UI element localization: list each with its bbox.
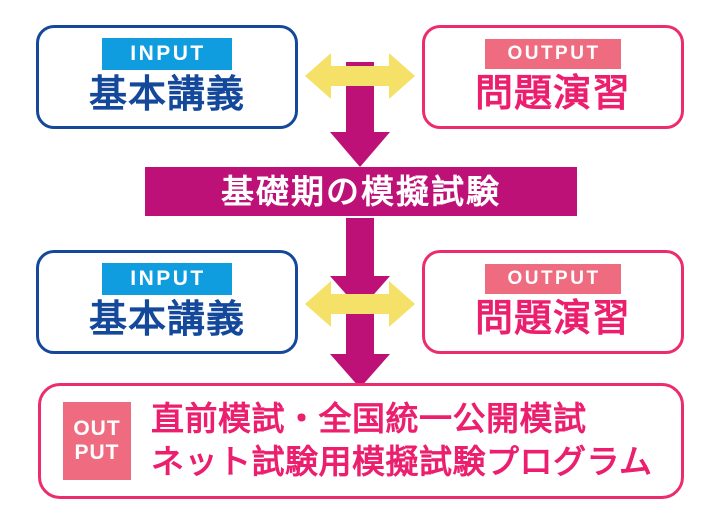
- row1-exchange-arrow-icon: [305, 53, 415, 99]
- row2-input-card: INPUT 基本講義: [36, 250, 298, 354]
- center-banner: 基礎期の模擬試験: [145, 167, 577, 216]
- row1-down-arrow-icon: [330, 62, 390, 167]
- bottom-output-badge-line1: OUT: [73, 416, 121, 440]
- row2-top-down-arrow-icon: [330, 218, 390, 310]
- bottom-output-badge-line2: PUT: [74, 441, 120, 464]
- row2-output-badge: OUTPUT: [485, 264, 621, 295]
- row1-output-badge: OUTPUT: [485, 39, 621, 70]
- row2-output-title: 問題演習: [474, 298, 631, 341]
- bottom-output-card: OUT PUT 直前模試・全国統一公開模試 ネット試験用模擬試験プログラム: [38, 383, 684, 499]
- bottom-card-text-block: 直前模試・全国統一公開模試 ネット試験用模擬試験プログラム: [151, 398, 653, 484]
- bottom-output-badge: OUT PUT: [63, 402, 131, 480]
- bottom-card-content: OUT PUT 直前模試・全国統一公開模試 ネット試験用模擬試験プログラム: [41, 386, 681, 496]
- row2-input-title: 基本講義: [88, 299, 245, 342]
- row1-input-card: INPUT 基本講義: [36, 25, 298, 129]
- row2-exchange-arrow-icon: [305, 281, 415, 327]
- bottom-card-line-2: ネット試験用模擬試験プログラム: [151, 443, 653, 480]
- row1-input-title: 基本講義: [88, 74, 245, 117]
- row2-bottom-down-arrow-icon: [330, 310, 390, 388]
- row2-output-card: OUTPUT 問題演習: [422, 250, 684, 354]
- row1-output-card: OUTPUT 問題演習: [422, 25, 684, 129]
- row1-output-title: 問題演習: [474, 73, 631, 116]
- row1-input-badge: INPUT: [102, 38, 232, 71]
- row2-input-badge: INPUT: [102, 263, 232, 296]
- center-banner-text: 基礎期の模擬試験: [221, 173, 501, 210]
- bottom-card-line-1: 直前模試・全国統一公開模試: [151, 400, 587, 438]
